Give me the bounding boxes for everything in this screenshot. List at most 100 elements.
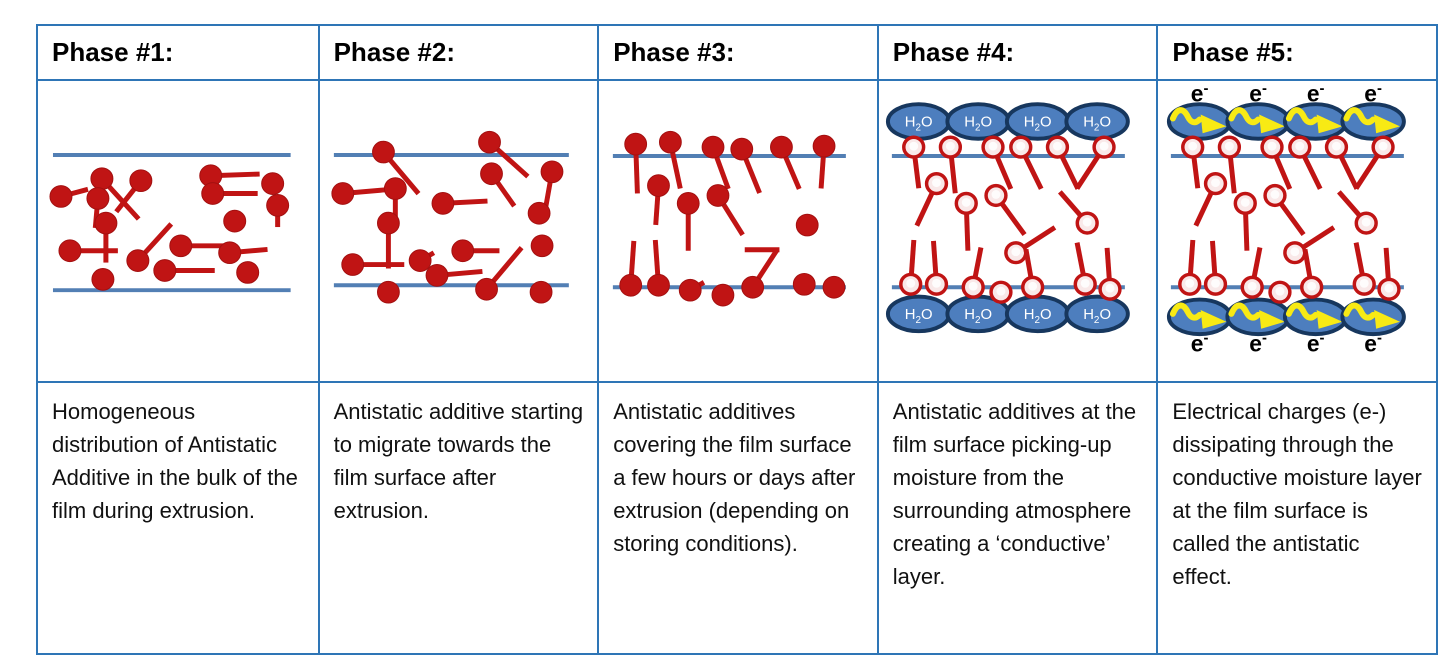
molecule-head (711, 283, 735, 307)
additive-molecule (153, 259, 215, 282)
electron-label: e- (1250, 81, 1268, 107)
water-droplet-oval (1064, 294, 1130, 334)
additive-molecule (924, 240, 948, 296)
water-droplet: H2O (1004, 294, 1071, 334)
molecule-head (90, 167, 114, 191)
electron-arrow-head-icon (1374, 114, 1401, 134)
additive-molecule (793, 272, 816, 296)
electron-arrow-head-icon (1374, 309, 1401, 329)
additive-molecule (898, 239, 923, 296)
electron-arrow-head-icon (1259, 114, 1286, 134)
molecule-head (91, 268, 115, 291)
additive-molecule (659, 130, 683, 190)
molecule-head-highlight (1378, 141, 1388, 151)
molecule-head-highlight (906, 278, 915, 288)
molecule-head (701, 135, 725, 159)
molecule-head (126, 249, 150, 272)
phase-description: Antistatic additives covering the film s… (613, 399, 856, 556)
additive-molecule (340, 253, 404, 276)
molecule-head (477, 130, 501, 154)
molecule-head-highlight (1052, 141, 1062, 151)
phase-header: Phase #4: (878, 26, 1157, 81)
additive-molecule (477, 130, 530, 179)
phase-column: Phase #1: Homogeneous distribution of An… (38, 26, 318, 653)
additive-molecule (914, 172, 948, 227)
water-droplet: H2O (945, 102, 1011, 141)
additive-molecule (938, 135, 962, 194)
water-label: H2O (964, 307, 992, 326)
molecule-head-highlight (1099, 141, 1109, 151)
molecule-head (812, 134, 836, 158)
water-label: H2O (1024, 114, 1052, 133)
water-label: H2O (1083, 114, 1111, 133)
additive-molecule (619, 240, 643, 297)
molecule-head (218, 241, 242, 265)
additive-molecule (479, 162, 516, 208)
additive-molecule (236, 261, 260, 284)
molecule-head (376, 280, 400, 304)
molecule-head-highlight (1384, 283, 1394, 293)
molecule-head (425, 264, 448, 287)
phase-header: Phase #2: (319, 26, 598, 81)
molecule-head (330, 182, 354, 205)
water-droplet (1225, 102, 1292, 141)
molecule-head (730, 137, 754, 161)
additive-molecule (1218, 135, 1242, 194)
electron-label: e- (1307, 330, 1325, 356)
additive-molecule (1352, 242, 1377, 296)
molecule-head (474, 277, 498, 301)
electron-arrow-icon (1286, 302, 1320, 321)
additive-molecule (677, 192, 700, 251)
additive-molecule (901, 135, 926, 189)
phase-header: Phase #3: (599, 26, 877, 81)
additive-molecule (701, 135, 731, 190)
molecule-head (527, 201, 551, 225)
additive-molecule (376, 280, 400, 304)
water-droplet (1167, 102, 1233, 141)
phase-illustration (319, 81, 598, 383)
molecule-head (706, 184, 730, 207)
additive-molecule (1098, 247, 1122, 301)
additive-molecule (408, 249, 435, 272)
water-droplet (1283, 102, 1349, 141)
molecule-head-highlight (1225, 141, 1235, 151)
molecule-head-highlight (1211, 278, 1221, 288)
molecule-head (677, 192, 700, 215)
additive-molecule (1354, 135, 1396, 190)
phase-description: Antistatic additives at the film surface… (892, 399, 1137, 589)
illustration-svg: e-e-e-e-e-e-e-e- (1167, 81, 1407, 356)
molecule-head (624, 132, 648, 156)
molecule-head-highlight (1011, 247, 1021, 257)
molecule-head (793, 272, 816, 296)
molecule-head (58, 239, 82, 263)
additive-molecule (1240, 247, 1265, 299)
electron-arrow-icon (1228, 302, 1262, 321)
molecule-head (94, 211, 118, 235)
additive-molecule (330, 182, 391, 205)
molecule-head-highlight (1360, 278, 1370, 288)
molecule-head-highlight (1028, 281, 1037, 291)
molecule-head-highlight (996, 286, 1006, 296)
additive-molecule (1260, 135, 1293, 190)
electron-arrow-icon (1228, 107, 1262, 126)
additive-molecule (431, 192, 488, 215)
additive-molecule (1178, 239, 1202, 296)
additive-molecule (114, 169, 153, 214)
molecule-head (129, 169, 153, 193)
water-droplet: H2O (885, 102, 952, 141)
illustration-svg (49, 153, 291, 293)
molecule-head-highlight (988, 141, 998, 151)
molecule-head-highlight (1290, 247, 1300, 257)
water-droplet: H2O (1004, 102, 1071, 141)
water-droplet (1283, 297, 1349, 337)
molecule-head (408, 249, 432, 272)
molecule-head-highlight (961, 197, 971, 207)
additive-molecule (223, 209, 247, 233)
additive-molecule (981, 135, 1013, 190)
additive-molecule (1337, 190, 1379, 235)
molecule-head-highlight (1295, 141, 1305, 151)
additive-molecule (961, 247, 985, 299)
additive-molecule (1204, 240, 1228, 296)
